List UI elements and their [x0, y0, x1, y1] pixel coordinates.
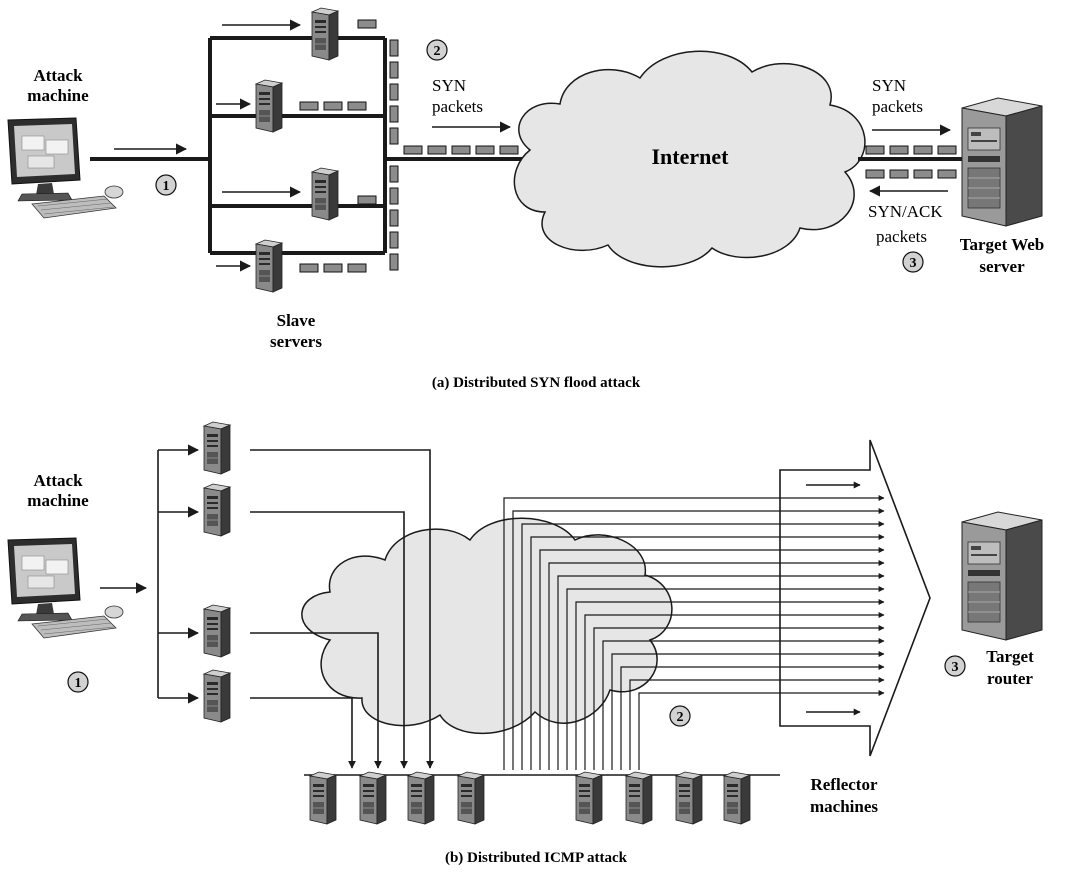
syn-ack-packets — [865, 169, 957, 179]
target-router-label-line2: router — [987, 669, 1033, 688]
reflected-traffic-line — [584, 612, 885, 770]
attack-machine-label-line1: Attack — [33, 66, 83, 85]
reflector-label-line2: machines — [810, 797, 878, 816]
reflector-label-line1: Reflector — [810, 775, 877, 794]
attack-machine-label-line2: machine — [27, 86, 89, 105]
reflected-traffic-line — [557, 573, 885, 770]
reflector-server-icon — [625, 771, 653, 825]
target-web-server-icon — [961, 97, 1043, 227]
step-2-marker: 2 — [426, 39, 448, 61]
attack-machine-icon — [7, 117, 124, 219]
slave-servers-label-line2: servers — [270, 332, 322, 351]
step-3-label: 3 — [952, 660, 959, 675]
reflected-traffic-line — [521, 521, 885, 770]
step-2-marker: 2 — [669, 705, 691, 727]
zombie-server-icon — [203, 421, 231, 475]
step-3-marker: 3 — [944, 655, 966, 677]
syn-packets-right-line2: packets — [872, 97, 923, 116]
syn-packets-right-line1: SYN — [872, 76, 906, 95]
aggregated-packets — [389, 39, 399, 271]
step-2-label: 2 — [677, 710, 684, 725]
zombie-server-icon — [203, 669, 231, 723]
zombie-server-icon — [203, 604, 231, 658]
attack-machine-label-line1: Attack — [33, 471, 83, 490]
step-3-marker: 3 — [902, 251, 924, 273]
reflected-traffic-line — [638, 690, 885, 770]
syn-packets-label-line2: packets — [432, 97, 483, 116]
reflector-server-icon — [407, 771, 435, 825]
reflector-server-icon — [675, 771, 703, 825]
reflector-server-icon — [359, 771, 387, 825]
zombie-server-icon — [203, 483, 231, 537]
syn-ack-label-line1: SYN/ACK — [868, 202, 943, 221]
step-2-label: 2 — [434, 44, 441, 59]
step-1-marker: 1 — [155, 174, 177, 196]
reflected-traffic-line — [512, 508, 885, 770]
reflector-server-icon — [309, 771, 337, 825]
reflector-server-icon — [723, 771, 751, 825]
internet-cloud — [513, 50, 866, 268]
reflected-traffic-line — [629, 677, 885, 770]
panel-b: Attack machine 1 — [7, 421, 1043, 866]
slave-server-icon — [311, 7, 339, 61]
zombie-to-reflector-paths — [250, 449, 434, 769]
syn-packets-to-target — [865, 145, 957, 155]
panel-a: Attack machine 1 — [7, 7, 1045, 391]
target-label-line2: server — [979, 257, 1025, 276]
caption-a: (a) Distributed SYN flood attack — [432, 375, 641, 391]
attack-machine-label-line2: machine — [27, 491, 89, 510]
syn-ack-label-line2: packets — [876, 227, 927, 246]
flood-big-arrow — [779, 439, 931, 757]
internet-cloud — [301, 517, 673, 735]
reflected-traffic-line — [566, 586, 885, 770]
reflected-traffic — [503, 495, 885, 770]
reflected-traffic-line — [503, 495, 885, 770]
caption-b: (b) Distributed ICMP attack — [445, 850, 628, 866]
slave-servers-label-line1: Slave — [277, 311, 316, 330]
step-1-label: 1 — [75, 676, 82, 691]
slave-server-icon — [255, 239, 283, 293]
target-label-line1: Target Web — [960, 235, 1045, 254]
target-router-label-line1: Target — [986, 647, 1034, 666]
slave-server-icon — [255, 79, 283, 133]
reflected-traffic-line — [548, 560, 885, 770]
reflected-traffic-line — [539, 547, 885, 770]
reflected-traffic-line — [611, 651, 885, 770]
target-router-icon — [961, 511, 1043, 641]
step-3-label: 3 — [910, 256, 917, 271]
reflected-traffic-line — [575, 599, 885, 770]
internet-label: Internet — [652, 144, 730, 169]
reflected-traffic-line — [602, 638, 885, 770]
slave-packets — [299, 19, 377, 273]
syn-packets-label-line1: SYN — [432, 76, 466, 95]
reflector-server-icon — [457, 771, 485, 825]
reflector-server-icon — [575, 771, 603, 825]
slave-server-network — [208, 36, 528, 255]
slave-server-icon — [311, 167, 339, 221]
reflected-traffic-line — [620, 664, 885, 770]
reflected-traffic-line — [530, 534, 885, 770]
syn-packets-to-internet — [403, 145, 519, 155]
step-1-marker: 1 — [67, 671, 89, 693]
reflected-traffic-line — [593, 625, 885, 770]
step-1-label: 1 — [163, 179, 170, 194]
